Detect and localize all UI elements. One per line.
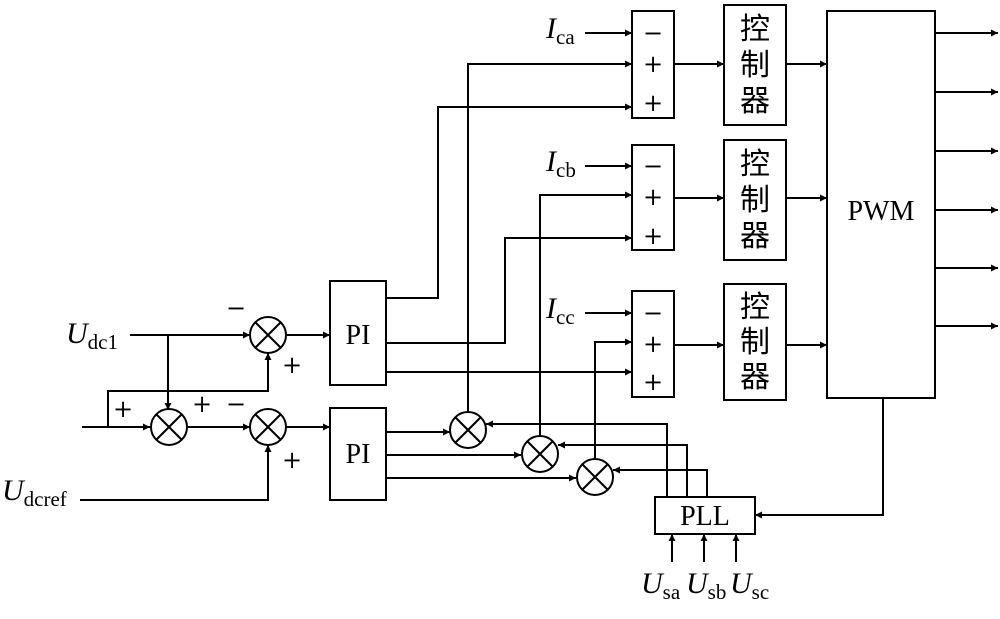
svg-text:控: 控 [740,12,770,47]
svg-text:器: 器 [740,84,770,119]
pll-label: PLL [680,501,730,532]
multiplier-circle-c [576,458,614,496]
multiplier-circle-ref [249,408,287,446]
pi-label: PI [346,439,371,470]
icc-label: Icc [545,292,575,329]
multiplier-circle-udc [249,316,287,354]
usb-label: Usb [686,567,726,604]
plus-sign: + [643,330,663,358]
plus-sign: + [113,395,133,423]
minus-sign: − [226,390,246,418]
pwm-label: PWM [848,196,915,227]
multiplier-circle-left [150,408,188,446]
svg-text:控: 控 [740,290,770,325]
signal-wires [80,29,998,562]
ica-label: Ica [545,12,575,49]
plus-sign: + [643,89,663,117]
summing-block-a: − + + [631,10,675,119]
sign-labels: − + + + − + [113,294,302,474]
svg-text:制: 制 [740,48,770,83]
svg-text:制: 制 [740,183,770,218]
controller-block-b: 控 制 器 [723,139,787,261]
svg-text:器: 器 [740,360,770,395]
multiplier-circle-b [521,435,559,473]
controller-block-c: 控 制 器 [723,283,787,401]
svg-text:控: 控 [740,147,770,182]
plus-sign: + [643,222,663,250]
minus-sign: − [643,299,663,327]
plus-sign: + [282,446,302,474]
udc1-label: Udc1 [66,317,118,354]
svg-text:制: 制 [740,325,770,360]
svg-text:器: 器 [740,219,770,254]
summing-block-c: − + + [631,290,675,398]
usc-label: Usc [730,567,769,604]
icb-label: Icb [545,145,576,182]
plus-sign: + [643,183,663,211]
minus-sign: − [643,152,663,180]
plus-sign: + [643,50,663,78]
pi-label: PI [346,320,371,351]
usa-label: Usa [641,567,681,604]
pll-block: PLL [654,496,756,535]
multiplier-circle-a [449,411,487,449]
pwm-block: PWM [826,10,936,399]
pi-block-upper: PI [329,280,387,386]
udcref-label: Udcref [2,474,67,511]
controller-block-a: 控 制 器 [723,4,787,126]
plus-sign: + [643,368,663,396]
summing-block-b: − + + [631,144,675,251]
pi-block-lower: PI [329,407,387,501]
plus-sign: + [282,351,302,379]
plus-sign: + [192,390,212,418]
minus-sign: − [643,19,663,47]
minus-sign: − [226,294,246,322]
